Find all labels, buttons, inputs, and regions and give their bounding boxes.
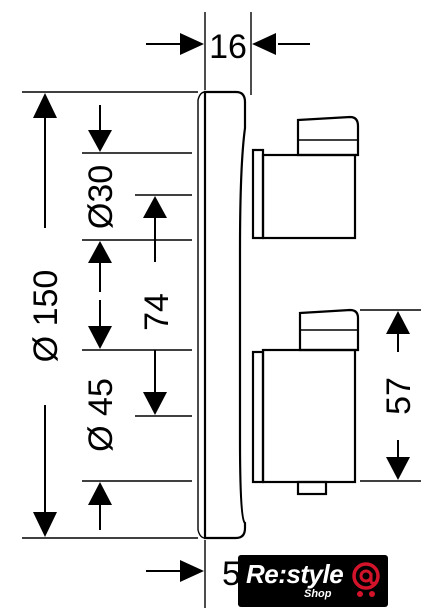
lower-handle bbox=[251, 308, 360, 496]
top-width-dimension: 16 bbox=[146, 12, 310, 95]
dimension-center-distance: 74 bbox=[138, 293, 176, 331]
lower-handle-diameter-dimension: Ø 45 bbox=[82, 300, 120, 530]
dimension-cover-diameter: Ø 150 bbox=[27, 270, 65, 363]
dimension-lower-offset: 57 bbox=[380, 377, 418, 415]
dimension-bottom-width: 5 bbox=[222, 555, 241, 593]
logo-sub-text: Shop bbox=[304, 588, 332, 600]
dimension-lower-handle-diameter: Ø 45 bbox=[82, 378, 120, 452]
upper-handle-diameter-dimension: Ø30 bbox=[82, 105, 120, 292]
lower-offset-dimension: 57 bbox=[380, 311, 418, 480]
upper-handle bbox=[251, 115, 360, 240]
center-distance-dimension: 74 bbox=[138, 196, 176, 415]
bottom-width-dimension: 5 bbox=[146, 540, 241, 608]
at-sign-cart-icon bbox=[352, 562, 380, 597]
dimension-top-width: 16 bbox=[209, 28, 247, 66]
restyle-shop-logo: Re:style Shop bbox=[238, 555, 388, 607]
extension-lines bbox=[22, 91, 421, 539]
dimension-upper-handle-diameter: Ø30 bbox=[82, 165, 120, 229]
logo-brand-text: Re:style bbox=[246, 559, 344, 589]
cover-plate bbox=[197, 90, 247, 540]
cover-diameter-dimension: Ø 150 bbox=[27, 93, 65, 537]
